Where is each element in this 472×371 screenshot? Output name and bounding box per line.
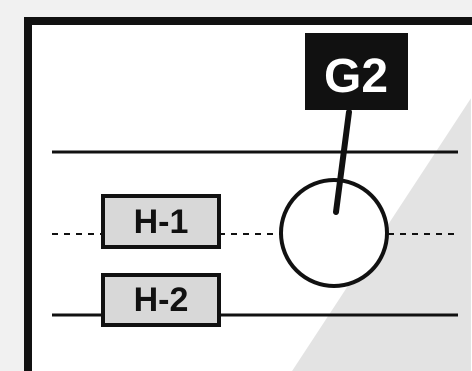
h2-box <box>101 273 221 327</box>
h2-label: H-2 <box>134 281 189 319</box>
gate-tag-label: G2 <box>324 50 388 103</box>
pointer-line <box>333 109 352 215</box>
h1-label: H-1 <box>134 203 189 241</box>
h1-box <box>101 194 221 249</box>
gate-tag-box <box>305 33 408 110</box>
node-circle <box>279 178 389 288</box>
